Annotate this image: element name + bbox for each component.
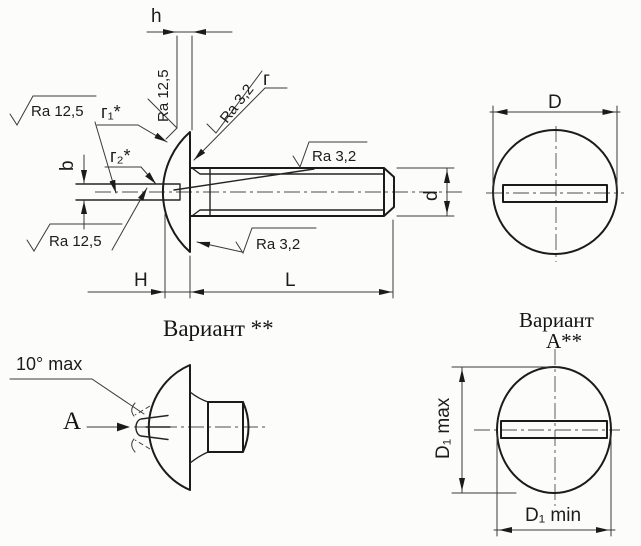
- dim-D1max-label: D₁ max: [433, 397, 454, 459]
- head-outline: [161, 131, 191, 253]
- angle-note-leader: [9, 378, 145, 415]
- variant-neck-lines: [189, 391, 209, 464]
- roughness-symbols: [9, 70, 368, 255]
- dim-b-label: b: [57, 160, 78, 171]
- dim-h-label: h: [151, 6, 162, 27]
- dim-H-label: H: [134, 270, 148, 291]
- variant-a-title-line1: Вариант: [519, 308, 594, 332]
- variant-side-view: Вариант ** 10° max А: [9, 316, 274, 491]
- variant-title: Вариант **: [163, 316, 274, 341]
- pip-outline: [135, 414, 171, 441]
- main-view: h b H L d г г₁* г₂* Ra 12,5 Ra 12,5 Ra 3…: [9, 6, 462, 299]
- variant-a-title-line2: А**: [546, 329, 582, 353]
- ra-slot-value: Ra 12,5: [155, 69, 172, 122]
- radius-r2-label: г₂*: [110, 146, 131, 166]
- ra-fillet-value: Ra 3,2: [217, 81, 258, 126]
- shank-outline: [189, 167, 395, 217]
- ra-under-head-value: Ra 3,2: [256, 236, 300, 253]
- thread-lines: [173, 167, 385, 217]
- ra-left-value: Ra 12,5: [31, 103, 84, 120]
- variant-top-centerlines: [474, 349, 620, 506]
- pip-angle-dashes: [134, 405, 151, 450]
- dim-L-label: L: [285, 270, 296, 291]
- radius-r-label: г: [263, 69, 270, 90]
- variant-shank-outline: [207, 401, 250, 453]
- top-view-centerlines: [486, 126, 624, 262]
- variant-slot-rect: [500, 420, 608, 439]
- roughness-mark-slot: [147, 98, 178, 140]
- roughness-mark-fillet: [206, 70, 263, 134]
- roughness-mark-left: [9, 95, 97, 126]
- view-a-arrowhead: [117, 422, 130, 432]
- roughness-mark-under-head: [235, 227, 317, 255]
- ra-thread-value: Ra 3,2: [312, 148, 356, 165]
- roughness-mark-thread: [292, 141, 368, 169]
- dimension-arrows: [80, 28, 451, 296]
- dim-D-label: D: [548, 92, 562, 113]
- leader-lines: [94, 87, 288, 253]
- roughness-mark-bottom: [26, 223, 123, 252]
- pip-angle-arcs: [131, 402, 136, 453]
- angle-note-label: 10° max: [16, 354, 82, 374]
- ra-bottom-value: Ra 12,5: [49, 233, 102, 250]
- dim-d-label: d: [421, 190, 442, 201]
- radius-r1-label: г₁*: [101, 102, 121, 122]
- variant-top-view: Вариант А** D₁ max D₁ min: [433, 308, 620, 537]
- head-top-view: D: [486, 92, 624, 262]
- slot-rect: [502, 184, 608, 203]
- head-circle: [492, 129, 618, 255]
- view-a-label: А: [63, 408, 81, 435]
- dim-D1min-label: D₁ min: [525, 505, 581, 526]
